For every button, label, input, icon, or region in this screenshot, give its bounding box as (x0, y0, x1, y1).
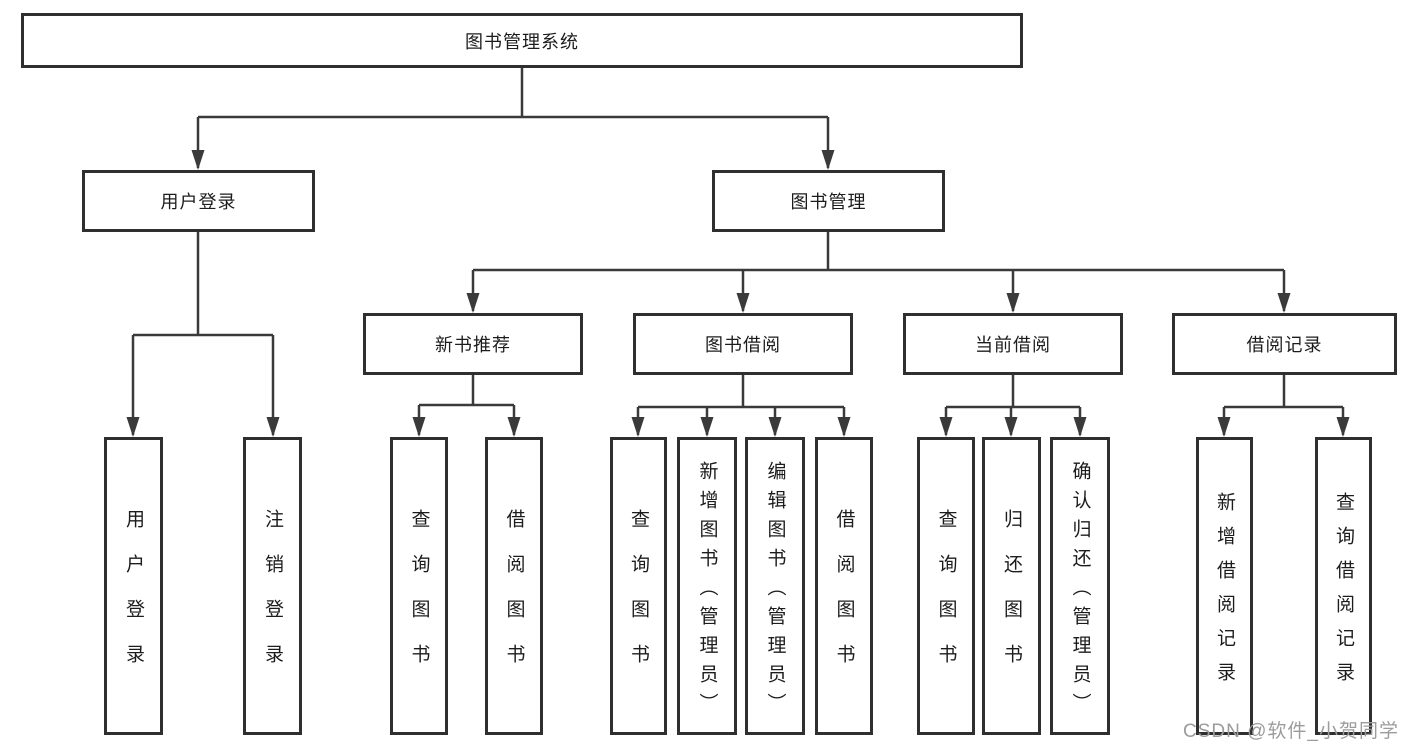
arrowheads (126, 150, 1350, 437)
node-library-management-system: 图书管理系统 (21, 13, 1023, 68)
node-user-login: 用户登录 (82, 170, 315, 232)
node-new-book-recommend: 新书推荐 (363, 313, 583, 375)
node-borrow-books-action: 借阅图书 (815, 437, 873, 735)
node-query-books-borrow: 查询图书 (610, 437, 667, 735)
node-confirm-return-admin: 确认归还（管理员） (1050, 437, 1110, 735)
node-current-borrow: 当前借阅 (903, 313, 1123, 375)
node-edit-book-admin: 编辑图书（管理员） (745, 437, 805, 735)
node-user-login-action: 用户登录 (104, 437, 163, 735)
node-book-borrow: 图书借阅 (633, 313, 853, 375)
node-borrow-records: 借阅记录 (1172, 313, 1397, 375)
node-query-books-recommend: 查询图书 (390, 437, 448, 735)
node-return-book: 归还图书 (982, 437, 1041, 735)
node-book-management: 图书管理 (712, 170, 945, 232)
node-query-books-current: 查询图书 (917, 437, 975, 735)
node-query-borrow-record: 查询借阅记录 (1315, 437, 1372, 735)
node-add-borrow-record: 新增借阅记录 (1196, 437, 1253, 735)
csdn-watermark: CSDN @软件_小贺同学 (1183, 721, 1399, 742)
node-borrow-books-recommend: 借阅图书 (485, 437, 543, 735)
node-add-book-admin: 新增图书（管理员） (677, 437, 737, 735)
node-logout-action: 注销登录 (243, 437, 302, 735)
